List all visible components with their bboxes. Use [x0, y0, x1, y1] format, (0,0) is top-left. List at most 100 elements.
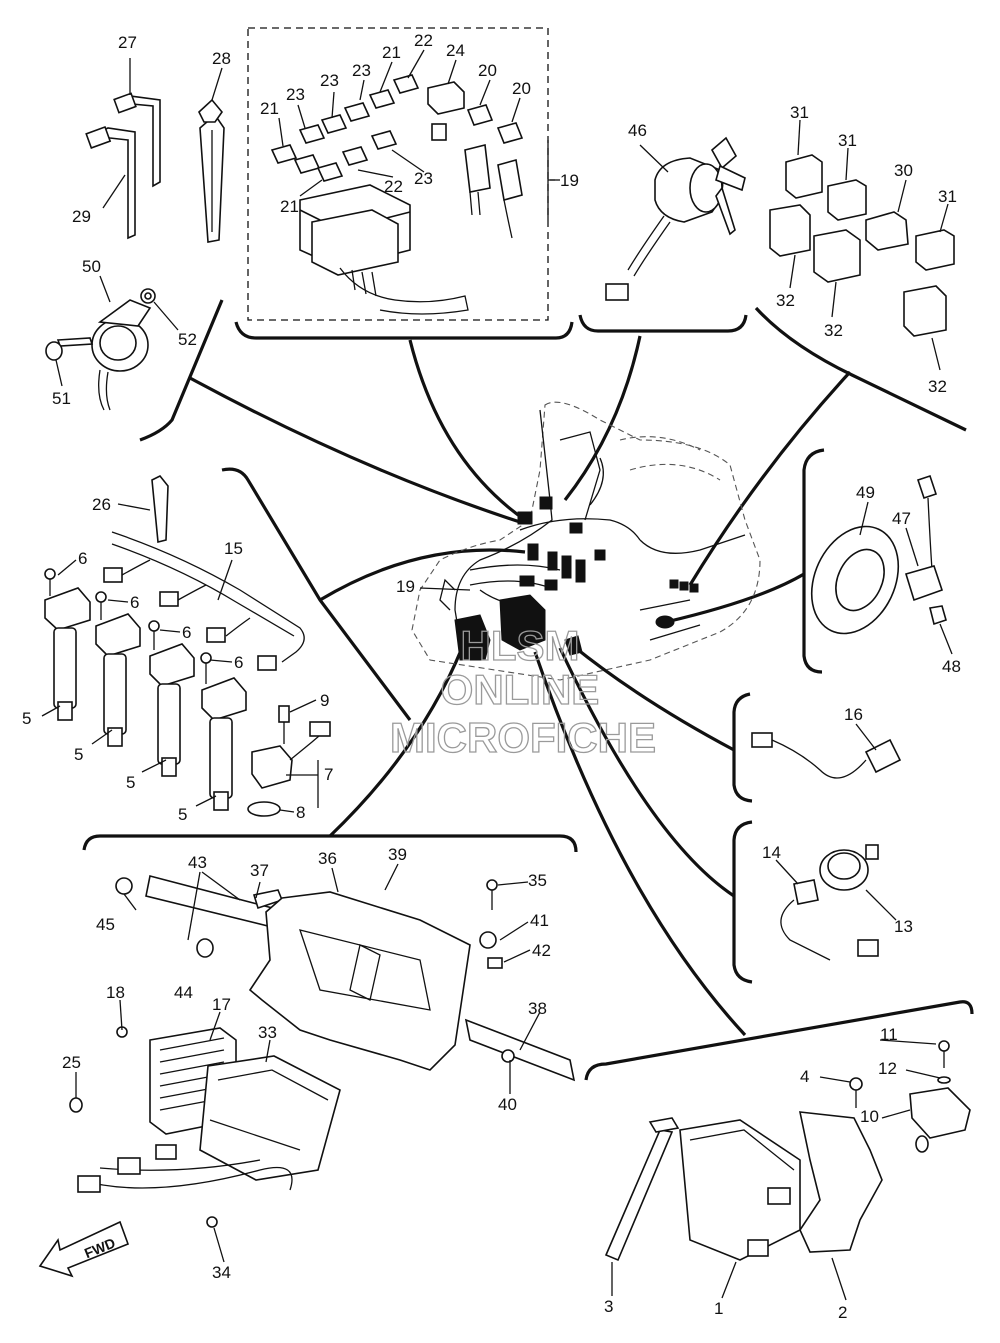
callout-18: 18 [106, 983, 125, 1002]
callout-43: 43 [188, 853, 207, 872]
callout-31: 31 [790, 103, 809, 122]
sensor-16 [751, 732, 902, 779]
callout-30: 30 [894, 161, 913, 180]
callout-11: 11 [880, 1025, 898, 1044]
cam-sensor [247, 705, 331, 817]
relays [769, 154, 955, 337]
callout-13: 13 [894, 917, 913, 936]
callout-19: 19 [560, 171, 579, 190]
callout-21: 21 [260, 99, 279, 118]
callout-19: 19 [396, 577, 415, 596]
ignition-coil [201, 677, 247, 811]
watermark-line-2: ONLINE [441, 666, 600, 713]
main-harness [411, 401, 761, 681]
callout-29: 29 [72, 207, 91, 226]
callout-8: 8 [296, 803, 305, 822]
callout-22: 22 [414, 31, 433, 50]
callout-6: 6 [78, 549, 87, 568]
coil-harness [103, 474, 305, 671]
callout-50: 50 [82, 257, 101, 276]
callout-6: 6 [130, 593, 139, 612]
callout-6: 6 [234, 653, 243, 672]
callout-23: 23 [352, 61, 371, 80]
callout-49: 49 [856, 483, 875, 502]
callout-28: 28 [212, 49, 231, 68]
fuse-box [270, 74, 560, 315]
callout-leaders [41, 49, 953, 1301]
callout-27: 27 [118, 33, 137, 52]
callout-10: 10 [860, 1107, 879, 1126]
sensor-13-14 [780, 844, 879, 961]
callout-5: 5 [178, 805, 187, 824]
cable-ties [85, 92, 225, 243]
callout-26: 26 [92, 495, 111, 514]
callout-16: 16 [844, 705, 863, 724]
callout-20: 20 [478, 61, 497, 80]
ignition-coil [149, 643, 195, 777]
callout-labels: 27 28 29 50 52 51 21 23 23 23 21 22 24 2… [22, 31, 961, 1322]
coil-bolts [44, 568, 212, 684]
callout-33: 33 [258, 1023, 277, 1042]
callout-38: 38 [528, 999, 547, 1018]
callout-12: 12 [878, 1059, 897, 1078]
callout-31: 31 [838, 131, 857, 150]
group-brackets [82, 27, 974, 1081]
callout-15: 15 [224, 539, 243, 558]
watermark-line-3: MICROFICHE [390, 714, 656, 761]
callout-34: 34 [212, 1263, 231, 1282]
callout-32: 32 [928, 377, 947, 396]
callout-46: 46 [628, 121, 647, 140]
callout-42: 42 [532, 941, 551, 960]
ignition-switch [605, 136, 746, 301]
callout-48: 48 [942, 657, 961, 676]
fuse-box-block [499, 594, 546, 651]
callout-6: 6 [182, 623, 191, 642]
bottom-right-group [604, 1040, 971, 1262]
ignition-coils [44, 568, 247, 811]
callout-1: 1 [714, 1299, 723, 1318]
callout-22: 22 [384, 177, 403, 196]
callout-4: 4 [800, 1067, 809, 1086]
callout-17: 17 [212, 995, 231, 1014]
callout-21: 21 [280, 197, 299, 216]
callout-40: 40 [498, 1095, 517, 1114]
callout-5: 5 [22, 709, 31, 728]
callout-20: 20 [512, 79, 531, 98]
callout-32: 32 [776, 291, 795, 310]
callout-37: 37 [250, 861, 269, 880]
callout-35: 35 [528, 871, 547, 890]
callout-31: 31 [938, 187, 957, 206]
callout-21: 21 [382, 43, 401, 62]
callout-9: 9 [320, 691, 329, 710]
callout-47: 47 [892, 509, 911, 528]
ignition-coil [95, 613, 141, 747]
callout-5: 5 [74, 745, 83, 764]
callout-14: 14 [762, 843, 781, 862]
callout-2: 2 [838, 1303, 847, 1322]
pulser [810, 474, 947, 635]
callout-32: 32 [824, 321, 843, 340]
ecu-bracket-group [69, 875, 576, 1228]
callout-44: 44 [174, 983, 193, 1002]
callout-5: 5 [126, 773, 135, 792]
fwd-arrow: FWD [38, 1220, 130, 1278]
callout-23: 23 [320, 71, 339, 90]
callout-36: 36 [318, 849, 337, 868]
cable-tie-26 [151, 474, 169, 544]
callout-39: 39 [388, 845, 407, 864]
callout-45: 45 [96, 915, 115, 934]
callout-25: 25 [62, 1053, 81, 1072]
callout-52: 52 [178, 330, 197, 349]
harness-connector [517, 511, 533, 525]
ignition-coil [44, 587, 91, 721]
callout-3: 3 [604, 1297, 613, 1316]
callout-51: 51 [52, 389, 71, 408]
callout-7: 7 [324, 765, 333, 784]
knock-sensor [45, 288, 156, 411]
callout-24: 24 [446, 41, 465, 60]
callout-23: 23 [414, 169, 433, 188]
callout-41: 41 [530, 911, 549, 930]
watermark-line-1: HLSM [461, 622, 580, 669]
watermark: HLSM ONLINE MICROFICHE [389, 621, 656, 761]
